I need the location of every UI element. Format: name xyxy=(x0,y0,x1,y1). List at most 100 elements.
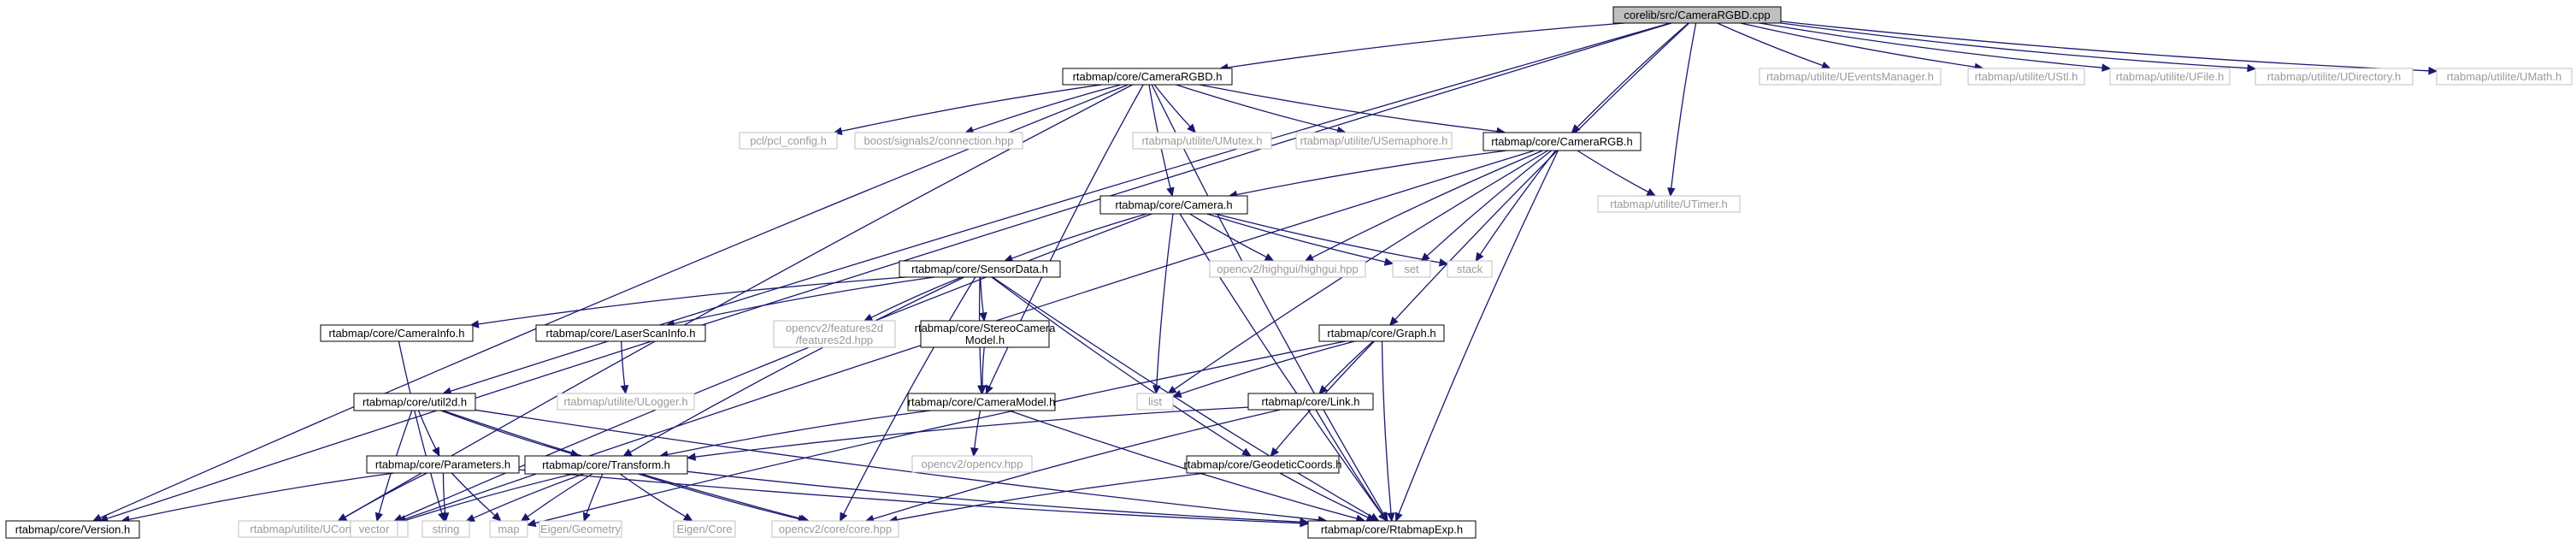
node-box xyxy=(1136,393,1174,411)
node-rexp[interactable]: rtabmap/core/RtabmapExp.h xyxy=(1307,520,1477,539)
edge-line xyxy=(972,84,1122,132)
edge-sd-to-cvcore xyxy=(840,276,976,523)
edge-root-to-crgbdh xyxy=(1218,22,1625,72)
arrowhead xyxy=(1304,253,1315,262)
edge-line xyxy=(344,84,1133,518)
edge-line xyxy=(1008,410,1358,519)
arrowhead xyxy=(620,385,629,395)
arrowhead xyxy=(520,512,531,523)
node-label: string xyxy=(433,523,460,535)
node-params[interactable]: rtabmap/core/Parameters.h xyxy=(366,455,520,474)
node-label: rtabmap/core/Transform.h xyxy=(542,458,670,471)
edge-line xyxy=(1381,340,1392,514)
node-tf[interactable]: rtabmap/core/Transform.h xyxy=(524,455,688,475)
edge-line xyxy=(534,340,1346,524)
arrowhead xyxy=(622,448,633,457)
arrowhead xyxy=(1646,187,1656,197)
node-root[interactable]: corelib/src/CameraRGBD.cpp xyxy=(1612,6,1782,24)
edge-line xyxy=(980,276,984,314)
node-label: list xyxy=(1148,395,1162,408)
arrowhead xyxy=(840,511,848,523)
arrowhead xyxy=(440,512,450,523)
edge-cam-to-vector xyxy=(392,213,1152,522)
node-lsi[interactable]: rtabmap/core/LaserScanInfo.h xyxy=(535,324,706,342)
node-sd[interactable]: rtabmap/core/SensorData.h xyxy=(899,260,1061,278)
node-cam[interactable]: rtabmap/core/Camera.h xyxy=(1099,195,1248,215)
node-usem: rtabmap/utilite/USemaphore.h xyxy=(1295,132,1453,150)
arrowhead xyxy=(1388,316,1399,327)
node-box xyxy=(771,520,899,538)
node-gc[interactable]: rtabmap/core/GeodeticCoords.h xyxy=(1184,455,1342,474)
arrowhead xyxy=(1571,124,1581,134)
edge-line xyxy=(1156,213,1174,387)
edge-line xyxy=(1236,150,1507,196)
edge-tf-to-egeo xyxy=(582,473,604,523)
node-crgb[interactable]: rtabmap/core/CameraRGB.h xyxy=(1483,132,1642,151)
node-label: rtabmap/utilite/UMath.h xyxy=(2447,70,2561,83)
edge-line xyxy=(1479,150,1556,256)
arrowhead xyxy=(1387,512,1395,523)
node-crgbdh[interactable]: rtabmap/core/CameraRGBD.h xyxy=(1062,68,1233,86)
node-cvcore: opencv2/core/core.hpp xyxy=(771,520,899,538)
edge-crgb-to-cam xyxy=(1228,150,1507,199)
edge-graph-to-map xyxy=(526,340,1346,528)
edge-line xyxy=(417,410,437,450)
node-ecore: Eigen/Core xyxy=(673,520,736,538)
edge-cm-to-cvhpp xyxy=(970,410,981,458)
edge-tf-to-map xyxy=(520,473,593,523)
edge-line xyxy=(1206,213,1386,263)
node-u2d[interactable]: rtabmap/core/util2d.h xyxy=(353,393,476,411)
node-udir: rtabmap/utilite/UDirectory.h xyxy=(2255,68,2414,86)
node-ci[interactable]: rtabmap/core/CameraInfo.h xyxy=(320,324,474,342)
edge-line xyxy=(1315,409,1383,515)
node-ulog: rtabmap/utilite/ULogger.h xyxy=(557,393,695,411)
node-label: boost/signals2/connection.hpp xyxy=(864,134,1014,147)
node-vector: vector xyxy=(350,520,398,538)
node-graph[interactable]: rtabmap/core/Graph.h xyxy=(1318,324,1445,342)
node-label: rtabmap/utilite/UEventsManager.h xyxy=(1766,70,1934,83)
node-box xyxy=(1247,393,1374,411)
edge-crgbdh-to-crgb xyxy=(1199,84,1506,136)
arrowhead xyxy=(432,446,440,457)
node-ver[interactable]: rtabmap/core/Version.h xyxy=(5,520,140,539)
node-utimer: rtabmap/utilite/UTimer.h xyxy=(1597,195,1741,213)
edge-root-to-utimer xyxy=(1667,22,1697,198)
edge-sd-to-lsi xyxy=(665,276,934,328)
node-uem: rtabmap/utilite/UEventsManager.h xyxy=(1759,68,1942,86)
node-box xyxy=(1759,68,1942,86)
node-box xyxy=(489,520,528,538)
node-box xyxy=(673,520,736,538)
node-box xyxy=(1099,195,1248,215)
arrowhead xyxy=(1378,511,1388,522)
edge-graph-to-rexp xyxy=(1381,340,1395,523)
node-label: opencv2/features2d xyxy=(786,322,883,334)
node-box xyxy=(1967,68,2085,86)
node-label: rtabmap/core/Graph.h xyxy=(1327,327,1435,340)
node-box xyxy=(1318,324,1445,342)
node-box xyxy=(1295,132,1453,150)
node-egeo: Eigen/Geometry xyxy=(539,520,622,538)
edge-root-to-graph xyxy=(1388,22,1690,327)
node-label: rtabmap/utilite/UFile.h xyxy=(2116,70,2224,83)
edge-line xyxy=(1759,22,2103,68)
node-box xyxy=(773,320,896,348)
edge-crgb-to-stack xyxy=(1475,150,1556,263)
edge-line xyxy=(1323,340,1374,389)
edge-gc-to-cvcore xyxy=(887,472,1206,524)
arrowhead xyxy=(863,313,874,322)
node-box xyxy=(899,260,1061,278)
arrowhead xyxy=(2428,67,2438,75)
arrowhead xyxy=(1187,123,1197,133)
edge-line xyxy=(1180,340,1355,395)
node-box xyxy=(1597,195,1741,213)
edge-line xyxy=(478,276,906,325)
arrowhead xyxy=(582,511,591,523)
edge-root-to-crgb xyxy=(1571,22,1689,134)
node-box xyxy=(1062,68,1233,86)
arrowhead xyxy=(1318,385,1329,395)
node-link[interactable]: rtabmap/core/Link.h xyxy=(1247,393,1374,411)
node-cm[interactable]: rtabmap/core/CameraModel.h xyxy=(907,393,1056,411)
node-map: map xyxy=(489,520,528,538)
edge-crgbdh-to-umutex xyxy=(1153,84,1197,133)
